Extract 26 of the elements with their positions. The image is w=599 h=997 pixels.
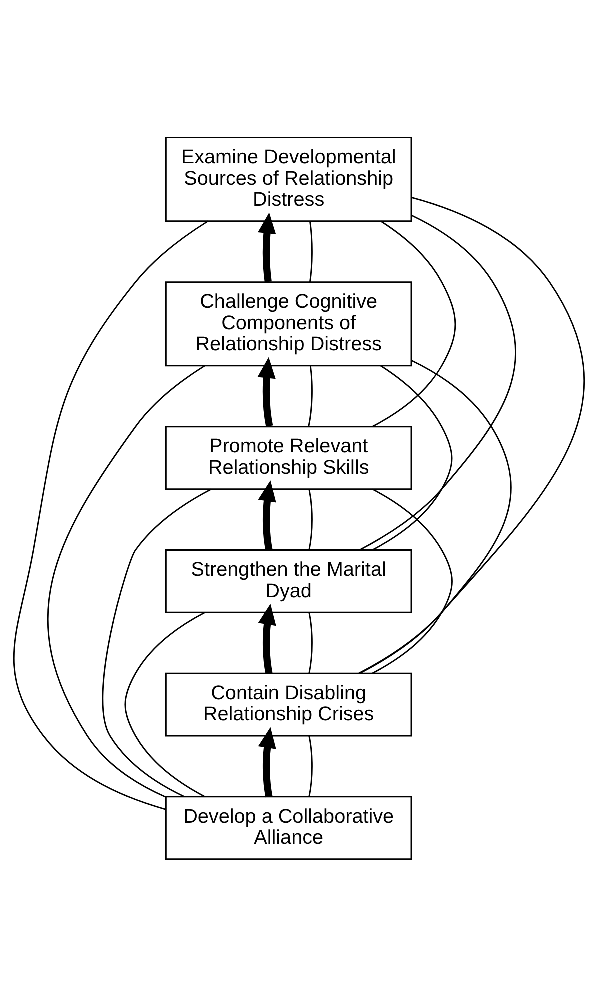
connector xyxy=(124,612,206,798)
node-box: Strengthen the Marital Dyad xyxy=(165,550,412,614)
connector xyxy=(308,489,313,550)
node-box: Contain Disabling Relationship Crises xyxy=(165,672,412,737)
connector xyxy=(372,365,453,551)
arrow xyxy=(258,480,276,551)
connector xyxy=(102,488,212,798)
node-box: Challenge Cognitive Components of Relationship Distress xyxy=(165,282,412,367)
connector xyxy=(14,220,209,810)
connector xyxy=(358,197,585,674)
connector xyxy=(372,220,456,428)
connector xyxy=(310,221,313,282)
node-box: Examine Developmental Sources of Relationship Distress xyxy=(165,136,412,222)
connector xyxy=(359,214,516,551)
connector xyxy=(308,736,313,798)
node-box: Develop a Collaborative Alliance xyxy=(165,796,412,860)
connector xyxy=(360,360,512,674)
arrow xyxy=(258,357,276,427)
arrow xyxy=(258,604,276,674)
node-box: Promote Relevant Relationship Skills xyxy=(165,426,412,490)
connector xyxy=(308,366,313,426)
connector xyxy=(308,612,313,674)
connector xyxy=(48,365,206,798)
arrow xyxy=(258,212,276,282)
arrow xyxy=(258,727,276,798)
connector xyxy=(372,488,453,674)
